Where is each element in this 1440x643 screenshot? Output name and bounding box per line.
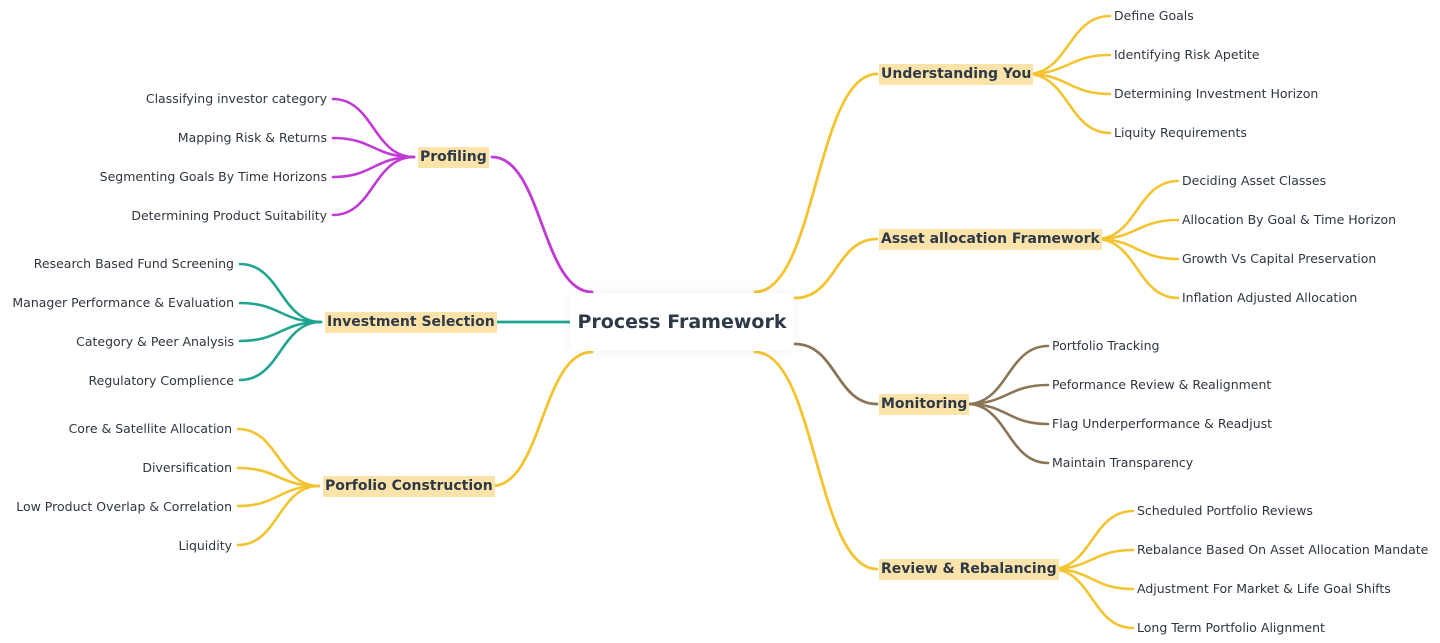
leaf-allocation-by-goal[interactable]: Allocation By Goal & Time Horizon — [1182, 212, 1397, 227]
leaf-liquity-requirements[interactable]: Liquity Requirements — [1114, 125, 1247, 140]
leaf-liquidity[interactable]: Liquidity — [178, 538, 232, 553]
branch-asset-allocation-framework[interactable]: Asset allocation Framework — [879, 229, 1102, 250]
connector-investment-leaf-0 — [238, 262, 323, 324]
connector-center-monitoring — [793, 342, 879, 406]
branch-investment-selection[interactable]: Investment Selection — [325, 312, 497, 333]
leaf-adjustment-market[interactable]: Adjustment For Market & Life Goal Shifts — [1137, 581, 1391, 596]
connector-center-understanding — [753, 72, 879, 294]
leaf-research-screening[interactable]: Research Based Fund Screening — [33, 256, 234, 271]
leaf-flag-underperformance[interactable]: Flag Underperformance & Readjust — [1052, 416, 1273, 431]
connector-review-leaf-3 — [1049, 567, 1135, 630]
connector-asset-leaf-3 — [1094, 237, 1180, 300]
leaf-category-peer[interactable]: Category & Peer Analysis — [76, 334, 234, 349]
connector-profiling-leaf-0 — [331, 97, 416, 159]
leaf-mapping-risk[interactable]: Mapping Risk & Returns — [177, 130, 327, 145]
leaf-core-satellite[interactable]: Core & Satellite Allocation — [68, 421, 232, 436]
connector-monitoring-leaf-0 — [965, 344, 1050, 406]
leaf-maintain-transparency[interactable]: Maintain Transparency — [1052, 455, 1194, 470]
leaf-segmenting-goals[interactable]: Segmenting Goals By Time Horizons — [99, 169, 327, 184]
connector-review-leaf-0 — [1049, 509, 1135, 571]
leaf-product-suitability[interactable]: Determining Product Suitability — [131, 208, 327, 223]
connector-center-review — [753, 350, 879, 571]
leaf-diversification[interactable]: Diversification — [142, 460, 232, 475]
connector-portfolio-leaf-3 — [236, 484, 321, 547]
leaf-deciding-asset-classes[interactable]: Deciding Asset Classes — [1182, 173, 1327, 188]
connector-center-portfolio-construction — [490, 350, 594, 488]
leaf-identifying-risk-apetite[interactable]: Identifying Risk Apetite — [1114, 47, 1260, 62]
leaf-portfolio-tracking[interactable]: Portfolio Tracking — [1052, 338, 1160, 353]
leaf-define-goals[interactable]: Define Goals — [1114, 8, 1194, 23]
branch-understanding-you[interactable]: Understanding You — [879, 64, 1034, 85]
connector-investment-leaf-3 — [238, 320, 323, 382]
leaf-rebalance-based[interactable]: Rebalance Based On Asset Allocation Mand… — [1137, 542, 1429, 557]
leaf-performance-review[interactable]: Peformance Review & Realignment — [1052, 377, 1272, 392]
connector-profiling-leaf-3 — [331, 155, 416, 217]
connector-center-asset-allocation — [793, 237, 879, 300]
leaf-long-term-alignment[interactable]: Long Term Portfolio Alignment — [1137, 620, 1325, 635]
central-topic[interactable]: Process Framework — [570, 293, 794, 351]
leaf-determining-investment-horizon[interactable]: Determining Investment Horizon — [1114, 86, 1319, 101]
leaf-classifying-investor[interactable]: Classifying investor category — [145, 91, 327, 106]
connector-center-profiling — [490, 155, 594, 294]
branch-review-rebalancing[interactable]: Review & Rebalancing — [879, 559, 1059, 580]
leaf-scheduled-reviews[interactable]: Scheduled Portfolio Reviews — [1137, 503, 1313, 518]
branch-profiling[interactable]: Profiling — [418, 147, 489, 168]
connector-understanding-leaf-0 — [1025, 14, 1112, 76]
connector-understanding-leaf-3 — [1025, 72, 1112, 135]
connector-monitoring-leaf-3 — [965, 402, 1050, 465]
leaf-inflation-adjusted[interactable]: Inflation Adjusted Allocation — [1182, 290, 1358, 305]
connector-portfolio-leaf-0 — [236, 427, 321, 488]
leaf-manager-performance[interactable]: Manager Performance & Evaluation — [12, 295, 234, 310]
branch-monitoring[interactable]: Monitoring — [879, 394, 970, 415]
branch-portfolio-construction[interactable]: Porfolio Construction — [323, 476, 495, 497]
leaf-regulatory-complience[interactable]: Regulatory Complience — [88, 373, 234, 388]
leaf-growth-vs-capital[interactable]: Growth Vs Capital Preservation — [1182, 251, 1377, 266]
connector-asset-leaf-0 — [1094, 179, 1180, 241]
leaf-low-overlap[interactable]: Low Product Overlap & Correlation — [16, 499, 232, 514]
